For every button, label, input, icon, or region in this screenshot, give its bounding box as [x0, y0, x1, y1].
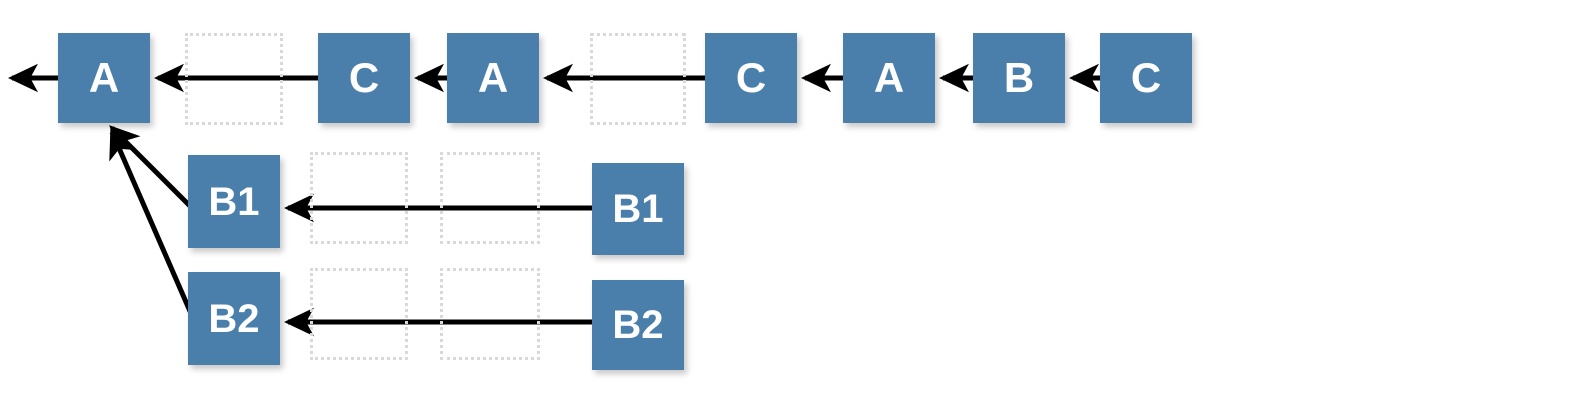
ghost-commit-placeholder	[310, 268, 408, 360]
commit-node-c[interactable]: C	[705, 33, 797, 123]
ghost-commit-placeholder	[590, 33, 686, 125]
commit-node-c[interactable]: C	[318, 33, 410, 123]
commit-node-b1[interactable]: B1	[592, 163, 684, 255]
commit-node-b2[interactable]: B2	[188, 272, 280, 365]
edge-b2-to-a	[109, 128, 199, 326]
ghost-commit-placeholder	[185, 33, 283, 125]
commit-node-b2[interactable]: B2	[592, 280, 684, 370]
commit-node-a[interactable]: A	[447, 33, 539, 123]
commit-node-c[interactable]: C	[1100, 33, 1192, 123]
edges-group	[7, 63, 1100, 337]
ghost-commit-placeholder	[440, 268, 540, 360]
commit-node-b1[interactable]: B1	[188, 155, 280, 248]
commit-node-a[interactable]: A	[58, 33, 150, 123]
commit-node-b[interactable]: B	[973, 33, 1065, 123]
commit-node-a[interactable]: A	[843, 33, 935, 123]
ghost-commit-placeholder	[440, 152, 540, 244]
edge-b1-to-a	[109, 125, 192, 208]
ghost-commit-placeholder	[310, 152, 408, 244]
